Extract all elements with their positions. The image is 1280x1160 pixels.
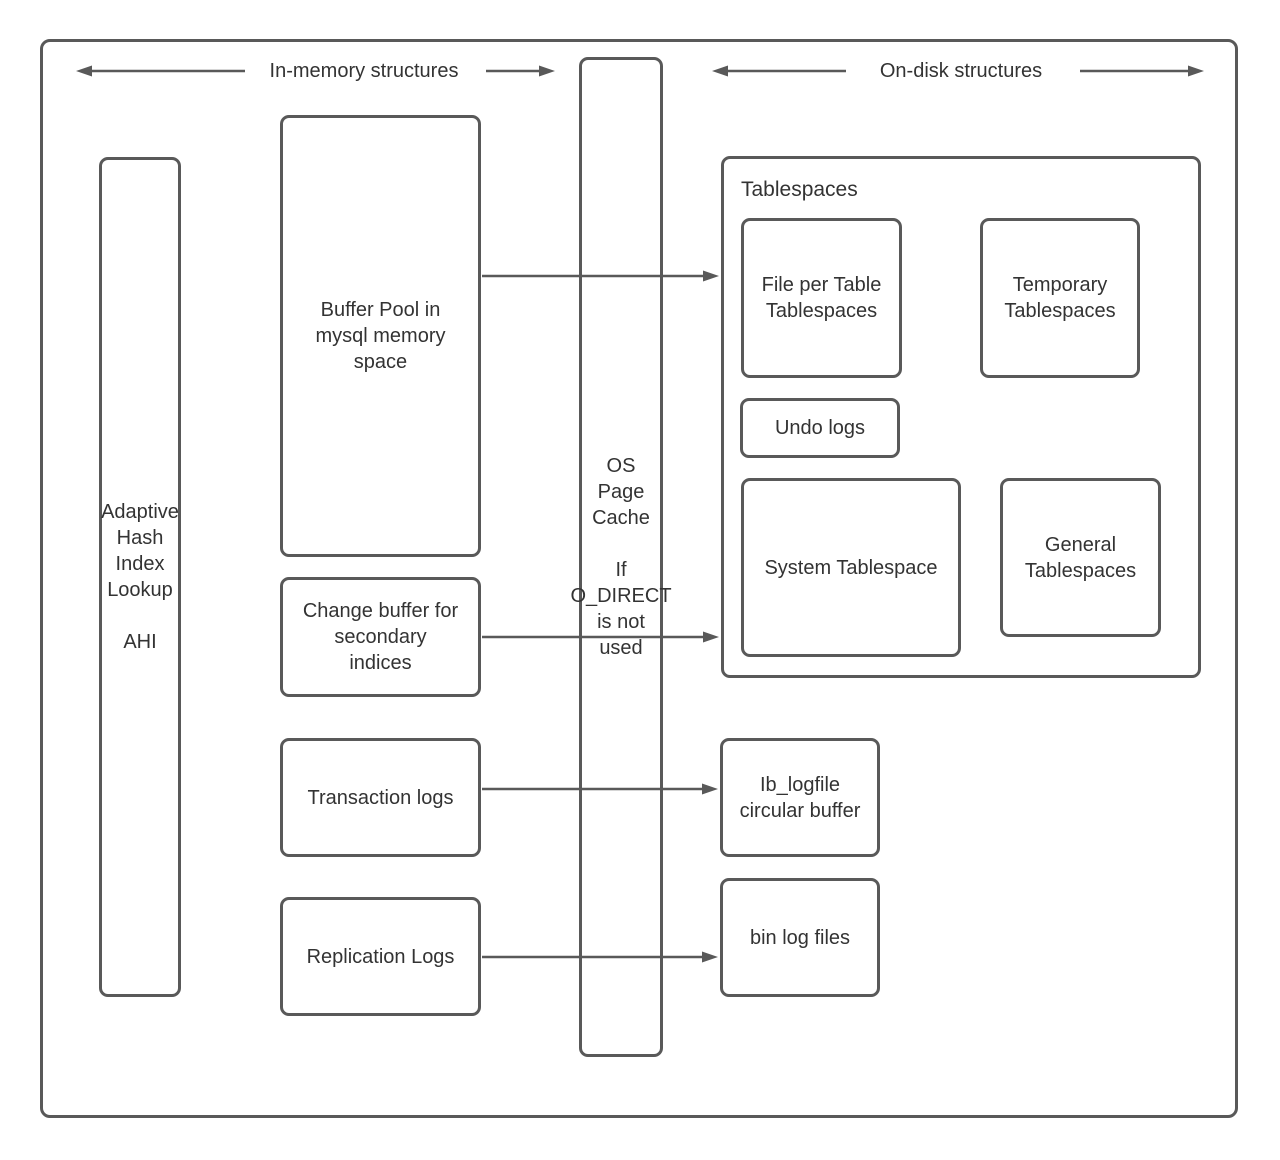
replication-logs-box: Replication Logs [280,897,481,1016]
undo-logs-box: Undo logs [740,398,900,458]
transaction-logs-box: Transaction logs [280,738,481,857]
change-buffer-box: Change buffer for secondary indices [280,577,481,697]
buffer-pool-box: Buffer Pool in mysql memory space [280,115,481,557]
file-per-table-tablespaces-box: File per Table Tablespaces [741,218,902,378]
general-tablespaces-box: General Tablespaces [1000,478,1161,637]
in-memory-header-label: In-memory structures [269,60,459,82]
temporary-tablespaces-box: Temporary Tablespaces [980,218,1140,378]
ib-logfile-box: Ib_logfile circular buffer [720,738,880,857]
tablespaces-group-title: Tablespaces [741,178,858,201]
system-tablespace-box: System Tablespace [741,478,961,657]
on-disk-header-label: On-disk structures [879,60,1043,82]
os-page-cache-box: OS Page Cache If O_DIRECT is not used [570,57,672,1057]
adaptive-hash-index-box: Adaptive Hash Index Lookup AHI [99,157,181,997]
bin-log-files-box: bin log files [720,878,880,997]
